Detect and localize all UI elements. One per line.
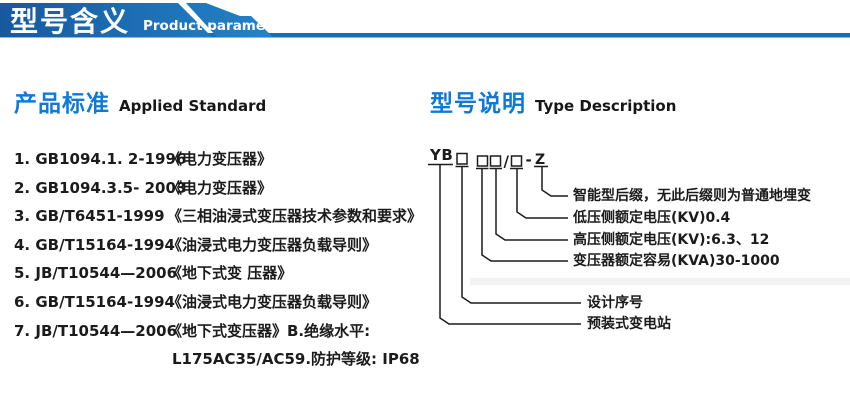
code-suffix: Z [535,152,545,168]
code-placeholder-box [456,152,468,165]
connector-line [516,168,568,219]
standard-title: 《电力变压器》 [167,150,273,168]
standard-title: 《地下式变 压器》 [167,264,293,283]
standard-item: 2. GB1094.3.5- 2003 《电力变压器》 [14,174,444,203]
page-title: 型号含义 [10,5,130,38]
model-code-diagram: YB / - Z 智能型后缀，无此后缀则为普通地埋变 低压侧额定电压(KV)0.… [428,146,850,332]
standard-code: 5. JB/T10544—2006 [14,264,178,283]
connector-line [439,164,581,325]
header-rule [0,33,850,38]
standard-item: 4. GB/T15164-1994 《油浸式电力变压器负载导则》 [14,231,444,260]
standard-title: 《三相油浸式变压器技术参数和要求》 [167,207,423,226]
standard-item: 3. GB/T6451-1999 《三相油浸式变压器技术参数和要求》 [14,202,444,231]
code-placeholder-box [510,155,523,167]
scan-artifact [470,278,850,285]
standard-code: 6. GB/T15164-1994 [14,292,175,311]
code-meaning-label: 预装式变电站 [587,315,671,332]
standard-code: 2. GB1094.3.5- 2003 [14,178,187,197]
standard-item: 7. JB/T10544—2006 《地下式变压器》B.绝缘水平: [14,317,444,346]
code-meaning-label: 智能型后缀，无此后缀则为普通地埋变 [572,187,811,204]
code-placeholder-box [476,155,489,167]
type-description-heading-en: Type Description [535,97,677,115]
standard-code: 3. GB/T6451-1999 [14,207,165,226]
applied-standard-heading-en: Applied Standard [119,97,267,115]
code-slash: / [504,153,510,171]
code-meaning-label: 高压侧额定电压(KV):6.3、12 [573,231,769,248]
standard-code: 7. JB/T10544—2006 [14,321,178,340]
type-description-heading-cn: 型号说明 [430,91,526,117]
applied-standard-heading: 产品标准 Applied Standard [14,84,266,118]
standard-item: 1. GB1094.1. 2-1996 《电力变压器》 [14,145,444,174]
connector-line [541,166,568,197]
code-meaning-label: 变压器额定容易(KVA)30-1000 [573,252,780,269]
standard-item: 6. GB/T15164-1994 《油浸式电力变压器负载导则》 [14,288,444,317]
page-subtitle: Product parameters [143,18,295,34]
standard-title: 《地下式变压器》B.绝缘水平: [167,321,371,340]
connector-line [495,168,568,241]
code-prefix: YB [429,146,453,164]
code-placeholder-box [489,155,502,167]
standard-continuation: L175AC35/AC59.防护等级: IP68 [172,350,420,369]
header-banner: 型号含义 Product parameters [0,3,850,38]
standard-item: 5. JB/T10544—2006 《地下式变 压器》 [14,259,444,288]
standard-code: 1. GB1094.1. 2-1996 [14,150,187,168]
connector-line [481,168,568,262]
applied-standard-heading-cn: 产品标准 [14,91,110,117]
connector-line [461,166,581,304]
standards-list: 1. GB1094.1. 2-1996 《电力变压器》 2. GB1094.3.… [14,145,444,374]
code-meaning-label: 设计序号 [587,294,643,311]
header-ribbon-shape [186,3,273,37]
standard-title: 《油浸式电力变压器负载导则》 [167,235,378,254]
standard-code: 4. GB/T15164-1994 [14,235,175,254]
header-title-block [0,3,212,37]
code-meaning-label: 低压侧额定电压(KV)0.4 [572,209,731,226]
type-description-heading: 型号说明 Type Description [430,84,676,118]
standard-title: 《电力变压器》 [167,178,273,197]
standard-title: 《油浸式电力变压器负载导则》 [167,292,378,311]
code-dash: - [526,151,532,169]
